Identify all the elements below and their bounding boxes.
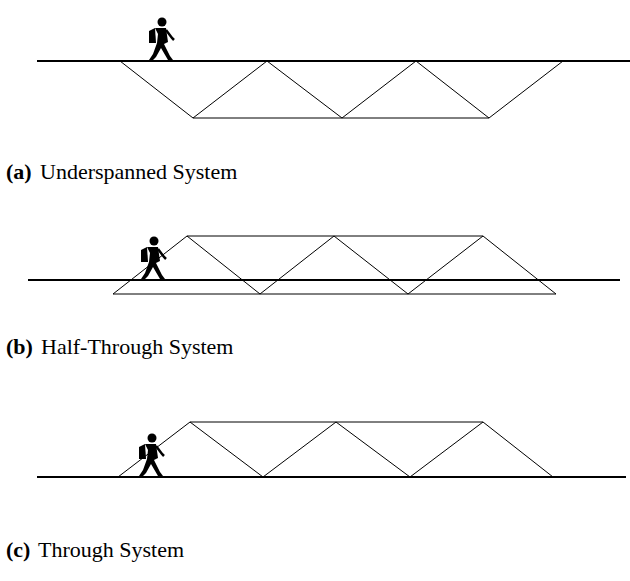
caption-text: Through System [38,538,184,562]
caption-tag: (c) [6,538,30,562]
bottom-chord [113,294,556,295]
deck-line [28,279,620,281]
caption-tag: (b) [6,335,33,359]
caption-text: Half-Through System [41,335,233,359]
truss-diagonals [113,236,556,294]
pedestrian-figure [141,237,166,280]
caption-tag: (a) [6,160,32,184]
pedestrian-figure [149,18,174,61]
caption-text: Underspanned System [40,160,237,184]
truss-diagonals [120,61,563,118]
bottom-chord [193,118,489,119]
truss-diagonals [118,422,553,477]
deck-line [37,476,626,478]
deck-line [37,60,630,62]
pedestrian-figure [139,434,164,477]
